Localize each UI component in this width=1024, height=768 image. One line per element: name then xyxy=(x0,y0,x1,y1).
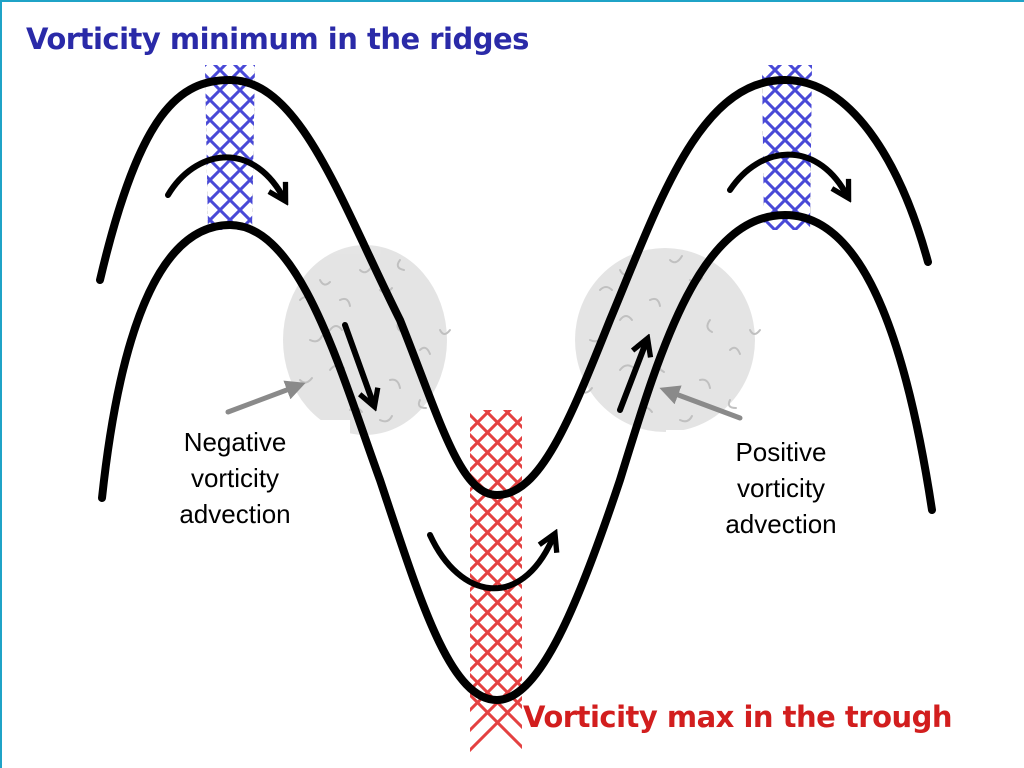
ridge-left-flow-arrow xyxy=(165,154,282,195)
trough-flow-arrow xyxy=(427,535,552,592)
positive-pointer-arrow xyxy=(659,385,743,421)
flow-arrows xyxy=(165,151,845,592)
negative-label-line-1: Negative xyxy=(183,427,287,457)
descending-flow-arrow xyxy=(342,322,372,400)
positive-label-line-3: advection xyxy=(725,509,837,539)
negative-pointer-arrow xyxy=(225,380,306,415)
ridge-vorticity-title: Vorticity minimum in the ridges xyxy=(26,22,529,56)
positive-label-line-1: Positive xyxy=(735,437,827,467)
streamlines xyxy=(96,75,936,705)
slide-frame-top xyxy=(0,0,1024,2)
trough-vorticity-title: Vorticity max in the trough xyxy=(523,700,953,734)
slide-frame-left xyxy=(0,0,2,768)
negative-label-line-3: advection xyxy=(179,499,291,529)
ridge-hatch-left-lines xyxy=(205,65,255,230)
ascending-flow-arrow xyxy=(617,345,645,413)
negative-advection-label: Negative vorticity advection xyxy=(120,420,350,539)
ridge-right-flow-arrow xyxy=(727,151,845,192)
ridge-hatch-right-lines xyxy=(762,65,812,230)
positive-advection-label: Positive vorticity advection xyxy=(666,430,896,549)
pointer-arrows xyxy=(225,380,743,421)
positive-label-line-2: vorticity xyxy=(736,473,826,503)
upper-streamline xyxy=(96,75,932,500)
lower-streamline xyxy=(98,210,936,705)
negative-label-line-2: vorticity xyxy=(190,463,280,493)
negative-advection-cloud xyxy=(283,245,451,435)
